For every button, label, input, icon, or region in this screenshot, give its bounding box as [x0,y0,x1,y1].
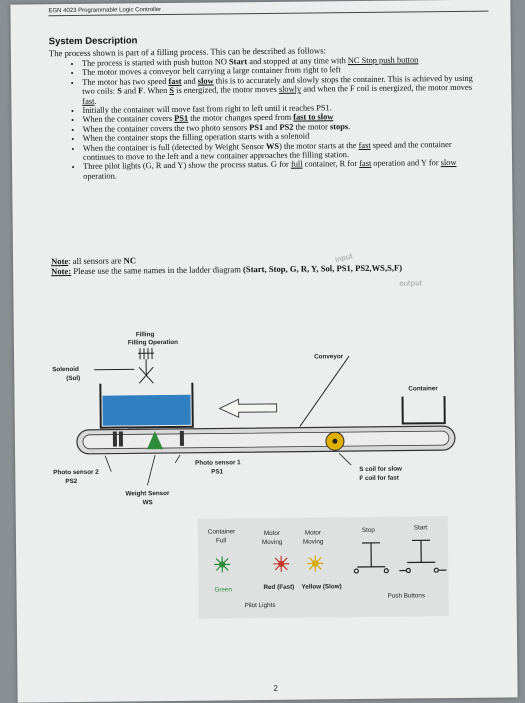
worksheet-page: EGN 4023 Programmable Logic Controller S… [10,0,517,703]
photo-sensor-2-label: Photo sensor 2 [53,469,99,476]
yellow-slow-label: Yellow (Slow) [301,583,341,590]
push-buttons-label: Push Buttons [388,592,426,599]
filling-tank [100,383,192,428]
solenoid-label: Solenoid [52,366,79,373]
container-full-label-2: Full [216,537,226,544]
ps2-label: PS2 [65,478,77,485]
photo-sensor-1-label: Photo sensor 1 [195,459,241,466]
control-panel-area [198,516,449,619]
conveyor-label: Conveyor [314,353,344,360]
conveyor-pointer-line [299,356,350,427]
container-icon [402,396,444,423]
solenoid-abbr-label: (Sol) [66,375,80,382]
motor-moving-label-2: Moving [303,538,324,545]
motor-moving-label-2: Moving [262,539,283,546]
green-label: Green [214,586,232,593]
red-fast-label: Red (Fast) [263,584,294,591]
pilot-light-red-icon [273,556,289,572]
ws-label: WS [143,499,153,506]
s-coil-label: S coil for slow [359,466,402,473]
page-number: 2 [273,684,278,693]
container-label: Container [408,385,438,392]
leader-line [147,455,155,485]
pilot-light-green-icon [214,556,230,572]
photo-sensor-2-post [119,431,123,446]
leader-line [175,455,180,463]
solenoid-valve-icon [94,348,154,384]
start-label: Start [414,524,428,531]
container-full-label: Container [208,528,235,535]
ps1-label: PS1 [211,468,223,475]
filling-operation-label-1: Filling [136,331,155,338]
pilot-light-yellow-icon [307,555,323,571]
pilot-lights-label: Pilot Lights [245,602,276,609]
conveyor-belt [77,426,455,454]
photo-sensor-2-post [113,432,117,447]
f-coil-label: F coil for fast [359,475,400,482]
motor-moving-label: Motor [264,530,280,537]
process-diagram: Filling Filling Operation Solenoid (Sol)… [10,0,517,703]
leader-line [339,453,351,465]
motor-roller-icon [326,432,344,450]
weight-sensor-label: Weight Sensor [125,490,170,497]
motor-moving-label: Motor [305,529,321,536]
stop-label: Stop [362,527,376,534]
left-arrow-icon [220,399,277,418]
leader-line [105,456,111,472]
photo-sensor-1-post [180,431,184,446]
filling-operation-label: Filling Operation [128,339,178,347]
